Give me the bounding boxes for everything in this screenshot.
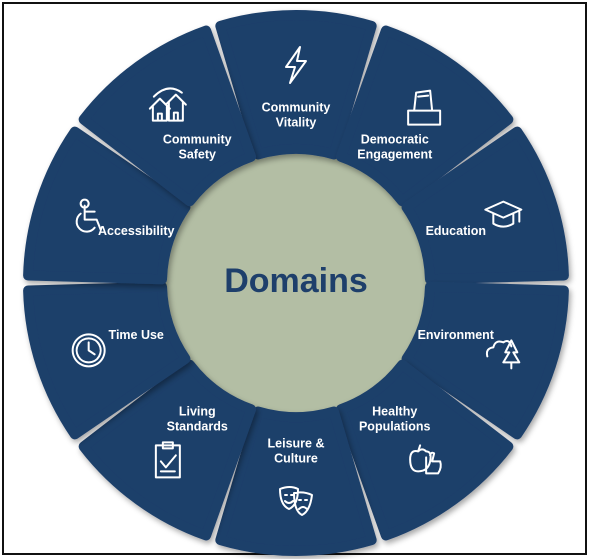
clipboard-check-icon [154, 441, 181, 479]
segment-shape [401, 281, 569, 440]
hub [158, 145, 434, 421]
segment-shape [401, 126, 569, 285]
domain-label: Accessibility [98, 224, 174, 238]
domain-label: Education [426, 224, 486, 238]
domain-segment-environment: Environment [401, 281, 569, 440]
segment-shape [215, 406, 377, 556]
cloud-tree-icon [485, 339, 521, 370]
domain-label-line: Time Use [109, 328, 164, 342]
domain-label-line: Education [426, 224, 486, 238]
domain-label-line: Engagement [357, 148, 433, 162]
apple-thumbs-up-icon [409, 444, 442, 475]
ballot-box-icon [407, 89, 442, 126]
lightning-icon [285, 46, 307, 84]
segment-shape [23, 126, 191, 285]
domain-label-line: Accessibility [98, 224, 174, 238]
graduation-cap-icon [484, 200, 523, 228]
segment-shape [335, 25, 514, 207]
domain-segment-leisure-culture: Leisure &Culture [215, 406, 377, 556]
domain-segment-education: Education [401, 126, 569, 285]
domain-label-line: Culture [274, 452, 318, 466]
domain-label-line: Community [262, 101, 331, 115]
domain-label-line: Safety [178, 148, 216, 162]
watch-icon [71, 333, 106, 368]
center-label: Domains [224, 262, 368, 300]
domain-label-line: Standards [167, 419, 228, 433]
theatre-masks-icon [279, 486, 313, 516]
segment-shape [215, 10, 377, 160]
segment-shape [23, 281, 191, 440]
domain-label-line: Democratic [361, 133, 429, 147]
wheelchair-icon [75, 198, 102, 233]
domain-label-line: Leisure & [268, 437, 325, 451]
domain-label-line: Environment [418, 328, 495, 342]
domain-label: Time Use [109, 328, 164, 342]
domain-segment-accessibility: Accessibility [23, 126, 191, 285]
segment-shape [78, 359, 257, 541]
houses-icon [148, 87, 187, 122]
domain-label-line: Living [179, 404, 216, 418]
domain-label: Leisure &Culture [268, 437, 325, 466]
domain-label-line: Community [163, 133, 232, 147]
domain-label-line: Populations [359, 419, 431, 433]
domain-label: Environment [418, 328, 495, 342]
domain-segment-time-use: Time Use [23, 281, 191, 440]
domain-label-line: Vitality [276, 116, 317, 130]
domain-label-line: Healthy [372, 404, 417, 418]
